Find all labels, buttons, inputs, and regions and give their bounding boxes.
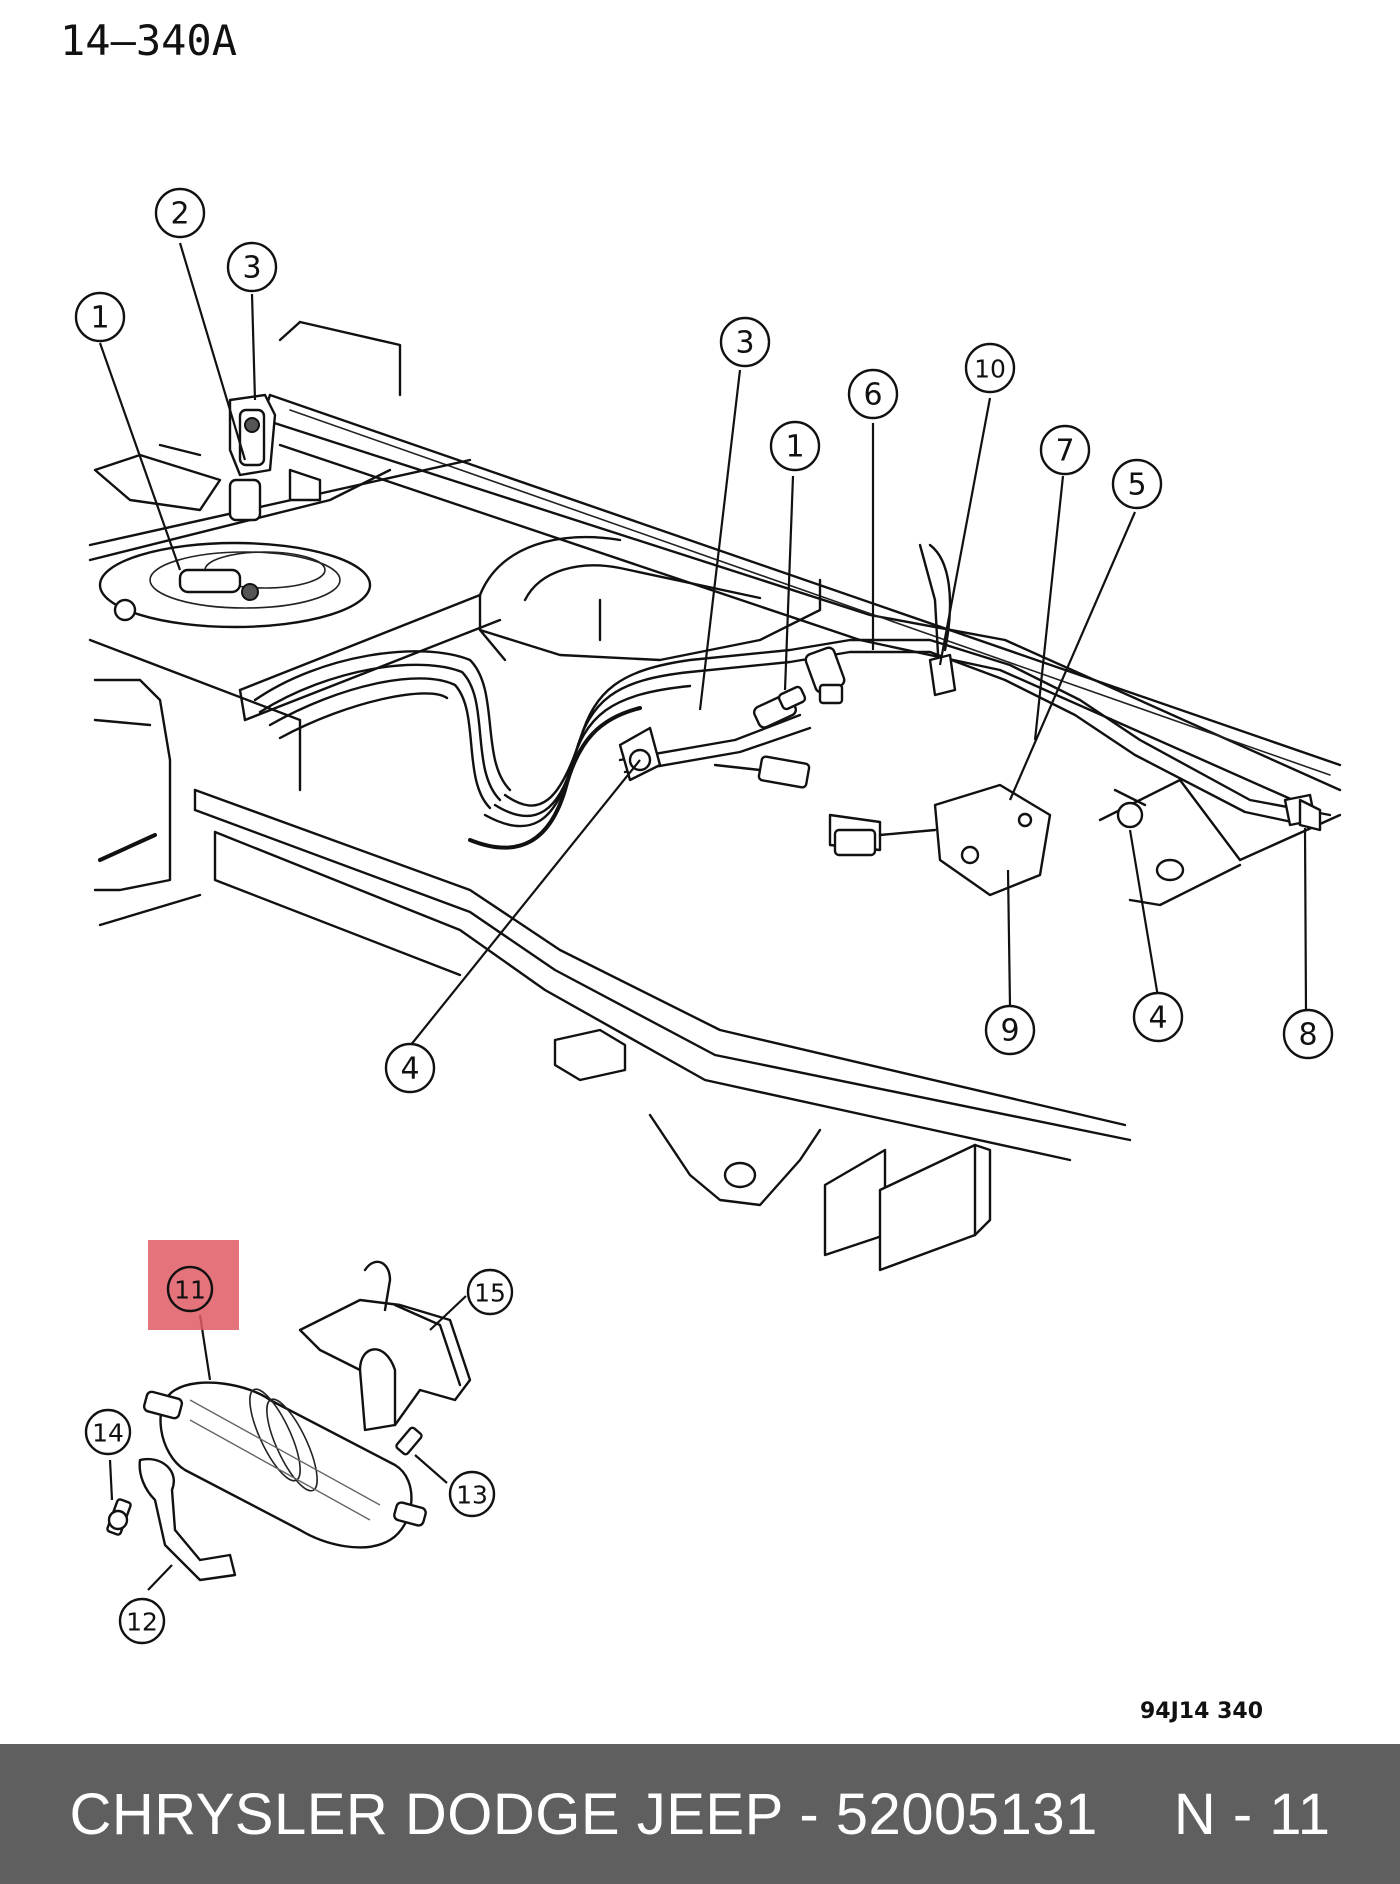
callout-12: 12 — [118, 1597, 166, 1645]
svg-text:2: 2 — [170, 197, 189, 232]
callout-11: 11 — [166, 1265, 214, 1313]
callout-15: 15 — [466, 1268, 514, 1316]
callout-1b: 1 — [769, 420, 821, 472]
fuel-sender-assembly — [93, 393, 372, 629]
callout-4b: 4 — [1132, 991, 1184, 1043]
svg-text:7: 7 — [1055, 434, 1074, 469]
svg-text:1: 1 — [90, 301, 109, 336]
fuel-lines — [253, 543, 1332, 850]
svg-text:1: 1 — [785, 430, 804, 465]
part-info-footer: CHRYSLER DODGE JEEP - 52005131 N - 11 — [0, 1744, 1400, 1884]
svg-text:15: 15 — [474, 1279, 506, 1308]
callout-1a: 1 — [74, 291, 126, 343]
callout-7: 7 — [1039, 424, 1091, 476]
svg-text:4: 4 — [1148, 1001, 1167, 1036]
diagram-id-label: 14–340A — [60, 16, 237, 65]
svg-text:6: 6 — [863, 378, 882, 413]
callout-6: 6 — [847, 368, 899, 420]
leader-lines — [98, 242, 1308, 1591]
svg-text:11: 11 — [174, 1276, 206, 1305]
fuel-filter-detail — [106, 1260, 472, 1582]
callout-14: 14 — [84, 1408, 132, 1456]
svg-text:8: 8 — [1298, 1018, 1317, 1053]
svg-text:3: 3 — [242, 251, 261, 286]
callout-3a: 3 — [226, 241, 278, 293]
svg-text:14: 14 — [92, 1419, 124, 1448]
callout-3b: 3 — [719, 316, 771, 368]
part-number-label: CHRYSLER DODGE JEEP - 52005131 — [69, 1781, 1098, 1847]
line-components — [618, 646, 1322, 897]
chassis-frame — [88, 320, 1342, 1272]
svg-text:4: 4 — [400, 1052, 419, 1087]
page-reference: N - 11 — [1173, 1781, 1331, 1847]
svg-text:10: 10 — [974, 355, 1006, 384]
callout-2: 2 — [154, 187, 206, 239]
callout-13: 13 — [448, 1470, 496, 1518]
svg-text:13: 13 — [456, 1481, 488, 1510]
svg-text:9: 9 — [1000, 1014, 1019, 1049]
fuel-system-diagram: 14–340A — [60, 16, 1342, 1724]
svg-text:3: 3 — [735, 326, 754, 361]
svg-text:5: 5 — [1127, 468, 1146, 503]
callout-8: 8 — [1282, 1008, 1334, 1060]
highlight-box — [148, 1240, 239, 1330]
callout-10: 10 — [964, 342, 1016, 394]
figure-code: 94J14 340 — [1140, 1699, 1263, 1724]
callout-5: 5 — [1111, 458, 1163, 510]
callout-9: 9 — [984, 1004, 1036, 1056]
svg-text:12: 12 — [126, 1608, 158, 1637]
callout-4a: 4 — [384, 1042, 436, 1094]
